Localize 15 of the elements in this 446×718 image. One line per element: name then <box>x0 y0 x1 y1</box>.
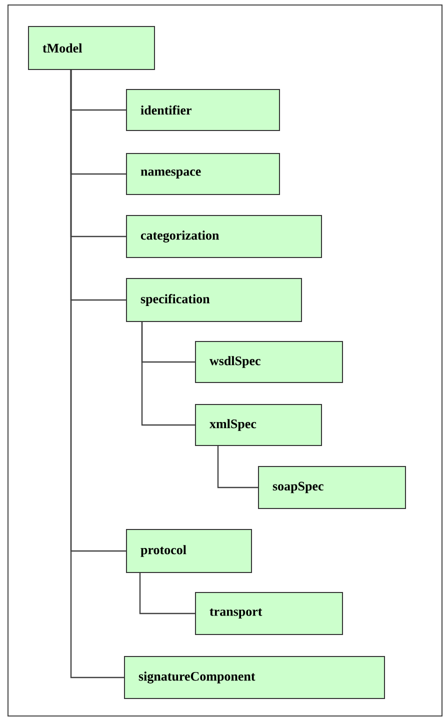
element-box: identifier <box>126 89 280 131</box>
element-box: xmlSpec <box>195 404 322 446</box>
element-box: namespace <box>126 153 280 195</box>
element-box: specification <box>126 278 302 322</box>
element-box: transport <box>195 592 343 635</box>
tree-connector <box>139 573 195 614</box>
tree-connector <box>70 70 124 678</box>
element-box: wsdlSpec <box>195 341 343 383</box>
element-box: tModel <box>28 26 155 70</box>
element-box: signatureComponent <box>124 656 385 699</box>
element-box: protocol <box>126 529 252 573</box>
tree-connector <box>141 322 195 426</box>
tree-connector <box>217 446 258 488</box>
element-box: categorization <box>126 215 322 258</box>
element-box: soapSpec <box>258 466 406 509</box>
